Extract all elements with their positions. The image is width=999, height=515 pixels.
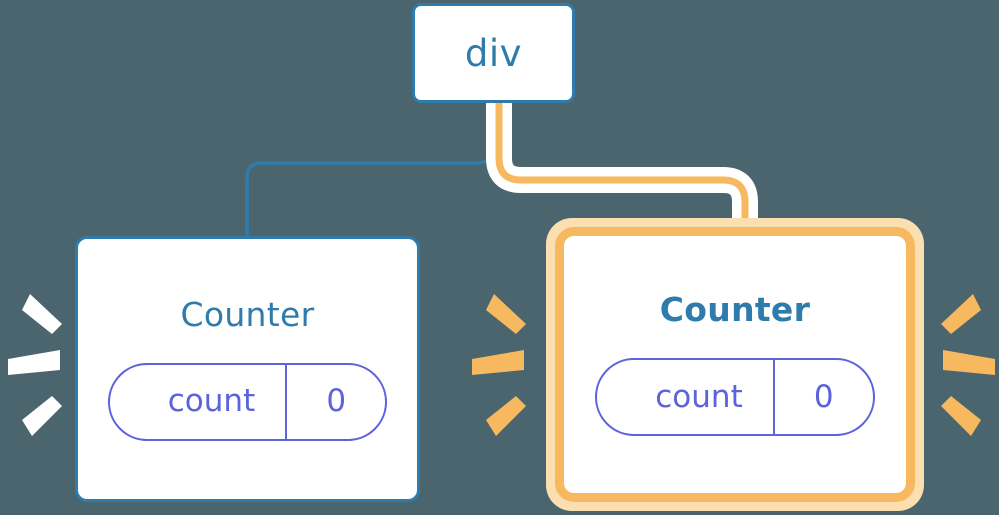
counter-right-state-key: count — [655, 378, 743, 415]
node-counter-right[interactable]: Counter count 0 — [555, 227, 915, 502]
counter-right-content: Counter count 0 — [564, 236, 906, 493]
node-div[interactable]: div — [412, 3, 575, 103]
counter-left-content: Counter count 0 — [78, 239, 417, 499]
node-counter-left[interactable]: Counter count 0 — [75, 236, 420, 502]
counter-right-state-value: 0 — [772, 360, 873, 434]
counter-left-title: Counter — [180, 294, 315, 334]
node-counter-right-highlight-glow: Counter count 0 — [546, 218, 924, 511]
counter-right-title: Counter — [659, 290, 811, 329]
edge-div-to-counter-right — [495, 100, 749, 250]
counter-left-state-value: 0 — [285, 364, 385, 439]
node-div-label: div — [464, 31, 523, 75]
counter-left-state-pill: count 0 — [107, 362, 388, 441]
edge-div-to-counter-left — [245, 100, 495, 240]
counter-left-state-key: count — [167, 383, 256, 419]
counter-right-state-pill: count 0 — [595, 358, 875, 436]
